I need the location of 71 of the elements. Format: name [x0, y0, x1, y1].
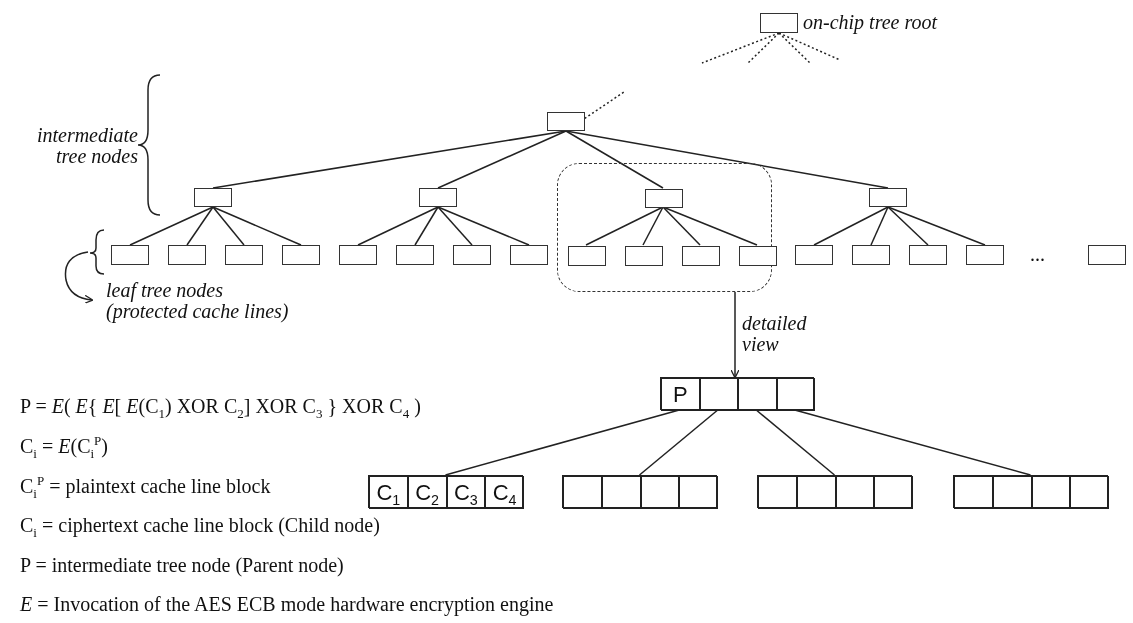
legend-text: C$_{i}$$^{P}$ = plaintext cache line block [20, 476, 272, 497]
connector-line [565, 130, 889, 189]
connector-line [186, 206, 214, 246]
ellipsis: ... [1030, 244, 1046, 265]
block-cell: C$_{4}$ [485, 476, 524, 509]
tree-node-box [282, 245, 320, 265]
formula-text: P = E( E{ E[ E(C$_{1}$) XOR C$_{2}$] XOR C$_{3}$ } XOR C$_{4}$ ) [20, 396, 422, 417]
connector-line [129, 206, 214, 246]
block-cell: C$_{1}$ [369, 476, 408, 509]
tree-node-box [795, 245, 833, 265]
connector-line [585, 206, 664, 246]
cache-line-block [757, 475, 912, 508]
legend-text: E = Invocation of the AES ECB mode hardware encryption engine [20, 594, 555, 615]
bracket-label: leaf tree nodes (protected cache lines) [106, 280, 290, 322]
tree-node-box [194, 188, 232, 207]
connector-line [662, 206, 701, 246]
tree-node-box [453, 245, 491, 265]
tree-node-box [396, 245, 434, 265]
cache-line-block [562, 475, 717, 508]
tree-node-box [852, 245, 890, 265]
bracket-label: intermediate tree nodes [35, 125, 138, 167]
tree-node-box [1088, 245, 1126, 265]
connector-line [212, 206, 302, 246]
tree-node-box [739, 246, 777, 266]
tree-node-box [909, 245, 947, 265]
connector-line [870, 206, 889, 246]
connector-line [444, 409, 680, 476]
block-cell: C$_{2}$ [407, 476, 447, 509]
connector-line [778, 32, 841, 61]
tree-node-box [168, 245, 206, 265]
tree-node-box [625, 246, 663, 266]
tree-node-box [760, 13, 798, 33]
connector-line [887, 206, 986, 246]
tree-node-box [510, 245, 548, 265]
cache-line-block [368, 475, 523, 508]
connector-line [437, 206, 530, 246]
tree-node-box [682, 246, 720, 266]
tree-node-box [645, 189, 683, 208]
connector-line [794, 409, 1032, 476]
connector-line [662, 206, 758, 246]
connector-line [437, 130, 567, 189]
arrow [730, 291, 740, 379]
connector-line [437, 206, 473, 246]
formula-text: C$_{i}$ = E(C$_{i}$$^{P}$) [20, 436, 109, 457]
edge-label: detailed view [742, 312, 808, 355]
tree-node-box [339, 245, 377, 265]
tree-node-box [547, 112, 585, 131]
connector-line [747, 32, 780, 64]
connector-line [642, 206, 664, 246]
tree-node-box [869, 188, 907, 207]
block-cell: P [661, 378, 700, 411]
tree-node-box [966, 245, 1004, 265]
connector-line [887, 206, 929, 246]
connector-line [565, 130, 664, 189]
cache-line-block [660, 377, 814, 410]
block-cell: C$_{3}$ [446, 476, 486, 509]
connector-line [755, 409, 836, 476]
node-caption: on-chip tree root [803, 12, 938, 33]
connector-line [357, 206, 439, 246]
connector-line [778, 32, 811, 64]
legend-text: P = intermediate tree node (Parent node) [20, 555, 345, 576]
tree-node-box [419, 188, 457, 207]
connector-line [813, 206, 889, 246]
tree-node-box [225, 245, 263, 265]
connector-line [638, 409, 719, 476]
cache-line-block [953, 475, 1108, 508]
connector-line [212, 206, 245, 246]
legend-text: C$_{i}$ = ciphertext cache line block (Child node) [20, 515, 381, 536]
connector-line [414, 206, 439, 246]
tree-node-box [568, 246, 606, 266]
tree-node-box [111, 245, 149, 265]
